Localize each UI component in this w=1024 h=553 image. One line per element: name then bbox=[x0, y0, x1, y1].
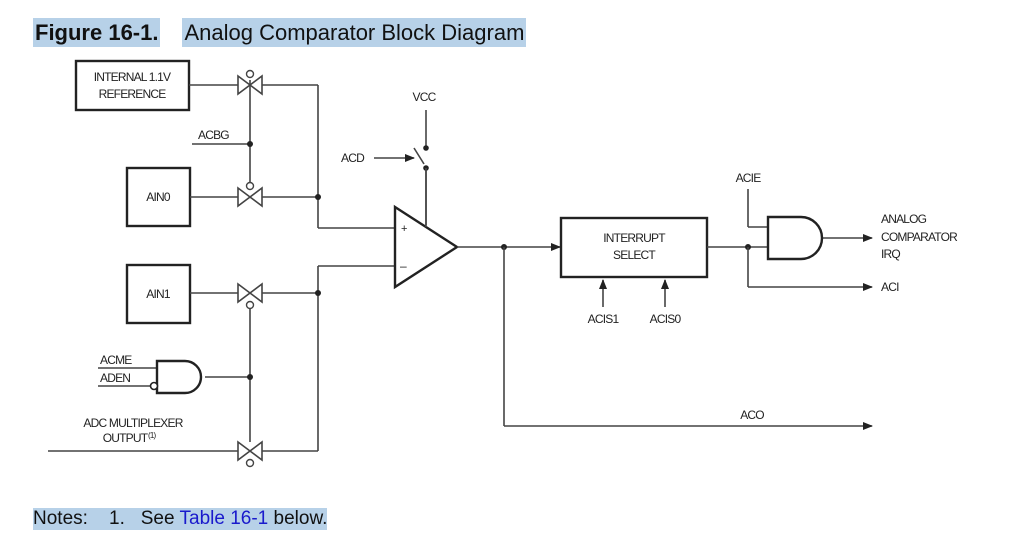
acis0-label: ACIS0 bbox=[650, 312, 682, 326]
transmission-gate-ain1 bbox=[237, 282, 263, 310]
irq-wiring bbox=[707, 189, 873, 291]
irq-label-2: COMPARATOR bbox=[881, 230, 958, 244]
figure-caption: Analog Comparator Block Diagram bbox=[182, 18, 527, 47]
transmission-gate-adc bbox=[237, 440, 263, 468]
notes-label: Notes: bbox=[33, 508, 88, 529]
table-link[interactable]: Table 16-1 bbox=[179, 508, 269, 529]
plus-input-label: + bbox=[401, 223, 407, 235]
ain1-block: AIN1 bbox=[125, 263, 192, 325]
acd-power-switch bbox=[374, 110, 429, 225]
ain1-label: AIN1 bbox=[146, 287, 171, 301]
note-number: 1. bbox=[109, 508, 125, 529]
adc-mux-label-1: ADC MULTIPLEXER bbox=[83, 416, 183, 430]
vcc-label: VCC bbox=[413, 90, 437, 104]
interrupt-select-label-1: INTERRUPT bbox=[603, 231, 666, 245]
ain0-label: AIN0 bbox=[146, 190, 171, 204]
figure-number: Figure 16-1. bbox=[33, 18, 161, 47]
aco-label: ACO bbox=[740, 408, 764, 422]
figure-title: Figure 16-1. Analog Comparator Block Diag… bbox=[33, 18, 527, 47]
acme-label: ACME bbox=[100, 353, 132, 367]
minus-input-label: – bbox=[400, 259, 407, 273]
transmission-gate-ref bbox=[237, 69, 263, 96]
adc-mux-footnote: (1) bbox=[148, 431, 157, 440]
acbg-label: ACBG bbox=[198, 128, 229, 142]
acis1-label: ACIS1 bbox=[588, 312, 620, 326]
interrupt-select-label-2: SELECT bbox=[613, 248, 656, 262]
positive-input-wiring bbox=[189, 80, 396, 229]
note-prefix: See bbox=[140, 508, 175, 529]
ain0-block: AIN0 bbox=[125, 166, 192, 228]
note-suffix: below. bbox=[273, 508, 328, 529]
comparator-output-wiring bbox=[457, 243, 873, 430]
internal-reference-block: INTERNAL 1.1V REFERENCE bbox=[74, 59, 191, 112]
comparator bbox=[393, 168, 460, 290]
figure-notes: Notes: 1. See Table 16-1 below. bbox=[33, 508, 328, 530]
acie-and-gate bbox=[766, 215, 824, 261]
acie-label: ACIE bbox=[736, 171, 762, 185]
aci-label: ACI bbox=[881, 280, 899, 294]
irq-label-3: IRQ bbox=[881, 247, 900, 261]
negative-input-wiring bbox=[48, 265, 396, 452]
interrupt-select-block: INTERRUPT SELECT bbox=[559, 216, 709, 307]
internal-reference-label-2: REFERENCE bbox=[99, 87, 167, 101]
acd-label: ACD bbox=[341, 151, 365, 165]
internal-reference-label-1: INTERNAL 1.1V bbox=[94, 70, 171, 84]
transmission-gate-ain0 bbox=[237, 181, 263, 208]
aden-label: ADEN bbox=[100, 371, 130, 385]
acme-aden-and-gate bbox=[149, 359, 203, 395]
adc-mux-label-2: OUTPUT bbox=[103, 431, 149, 445]
irq-label-1: ANALOG bbox=[881, 212, 927, 226]
